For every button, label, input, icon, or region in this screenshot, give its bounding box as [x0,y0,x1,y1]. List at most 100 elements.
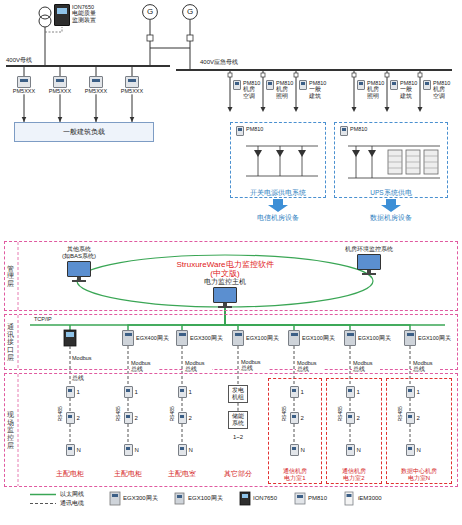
meter-label: ION7650 电能质量 监测装置 [72,4,106,23]
connector-line [182,346,183,386]
transformer [45,27,62,32]
legend-label: iEM3000 [358,495,382,502]
meter-screen [128,79,136,82]
emergency-feeder [385,107,390,112]
meter-label: N [189,447,193,454]
meter-screen [126,389,131,392]
connector-line [182,424,183,444]
gateway: EGX100网关 [344,330,391,346]
meter: PM810 [340,126,367,136]
legend-label: 以太网线 [60,491,84,498]
bus-type-label: RS485 [338,406,344,421]
legend-sample [297,495,303,498]
text-column: N [77,447,81,454]
meter-label: PM810 [309,80,327,86]
text-column: EGX100网关 [418,335,451,341]
meter: PM810机房 照明 [266,80,294,99]
region-label: 通信机房 电力室1 [278,468,312,482]
meter-label: 1 [77,389,80,396]
emergency-feeder [418,107,423,112]
legend-label: EGX300网关 [123,495,158,502]
text-column: PM810机房 照明 [276,80,294,99]
meter-icon [178,386,187,398]
text-column: 2 [77,415,80,422]
meter-screen [348,415,353,418]
meter-label: 2 [135,415,138,422]
feeder-wire [132,66,133,76]
meter-label: PM5XXX [43,88,77,94]
connector [294,398,295,412]
machine-room-region: 通信机房 电力室112N [268,378,322,484]
bus-type-label: RS485 [170,406,176,421]
legend-sample [240,492,250,505]
meter-icon [406,386,415,398]
generator-circle: G [142,4,158,20]
meter-screen [125,333,132,336]
computer-screen [357,254,381,270]
layer-band: 现场监控层12N12N12N发电 机组储能 系统通信机房 电力室112N通信机房… [4,373,458,487]
meter-screen [292,447,297,450]
meter: PM5XXX [79,76,113,94]
computer-base [72,280,86,282]
generator-letter: G [147,7,153,16]
emergency-feeder [294,73,298,77]
text-column: EGX100网关 [302,335,335,341]
connector-line [294,346,295,386]
region-label: 数据中心机房 电力室N [399,468,439,482]
ups-battery-symbol [424,156,438,157]
text-column: 1 [417,389,420,396]
connector-line [225,308,410,330]
meter-icon [125,76,139,88]
legend-sample [30,503,56,504]
connector [128,398,129,412]
connector [22,94,27,122]
meter-icon [17,76,31,88]
meter: 2 [66,412,80,424]
computer: 机房环境监控系统 [338,246,400,275]
ups-battery-symbol [388,162,402,163]
connector-line [128,346,129,386]
connector-line [238,346,239,385]
meter-label: EGX300网关 [190,335,223,341]
computer-label: 其他系统 (如BAS系统) [56,246,102,260]
legend-label: ION7650 [253,495,277,502]
meter-screen [68,389,73,392]
text-column: PM810一般 建筑 [309,80,327,99]
legend-sample [175,493,184,504]
edge-label: Modbus 总线 [352,360,380,373]
meter: N [406,444,421,456]
meter-screen [57,8,67,14]
emergency-feeder [228,107,233,112]
ups-battery-symbol [406,162,420,163]
meter-label: 1 [417,389,420,396]
layer-label: 现场监控层 [7,411,14,449]
ion7650-gateway [64,330,76,346]
ups-battery-symbol [388,156,402,157]
connector [410,346,411,386]
meter-label: EGX400网关 [136,335,169,341]
bus-type-label: RS485 [398,406,404,421]
rectifier-symbol [276,150,284,157]
meter-screen [235,82,239,85]
connector-line [225,308,294,330]
connector [294,346,295,386]
supply-arrow [268,199,288,212]
text-column: PM810机房 空调 [243,80,261,99]
meter: PM810机房 照明 [357,80,385,99]
meter-label: N [417,447,421,454]
feeder-wire [96,66,97,76]
computer-screen [213,287,237,303]
computer-base [362,273,376,275]
generator-wire [147,20,193,70]
diagram-label: 电信机房设备 [257,214,299,221]
feeder-wire [24,66,132,76]
ups-battery-symbol [424,150,438,174]
legend-label: 通讯电缆 [60,500,84,507]
meter-icon [290,412,299,424]
connector-line [410,398,411,412]
meter: N [178,444,193,456]
meter-screen [292,415,297,418]
meter-label: 机房 空调 [243,86,261,99]
rectifier-symbol [246,176,318,177]
meter-label: 机房 照明 [367,86,385,99]
